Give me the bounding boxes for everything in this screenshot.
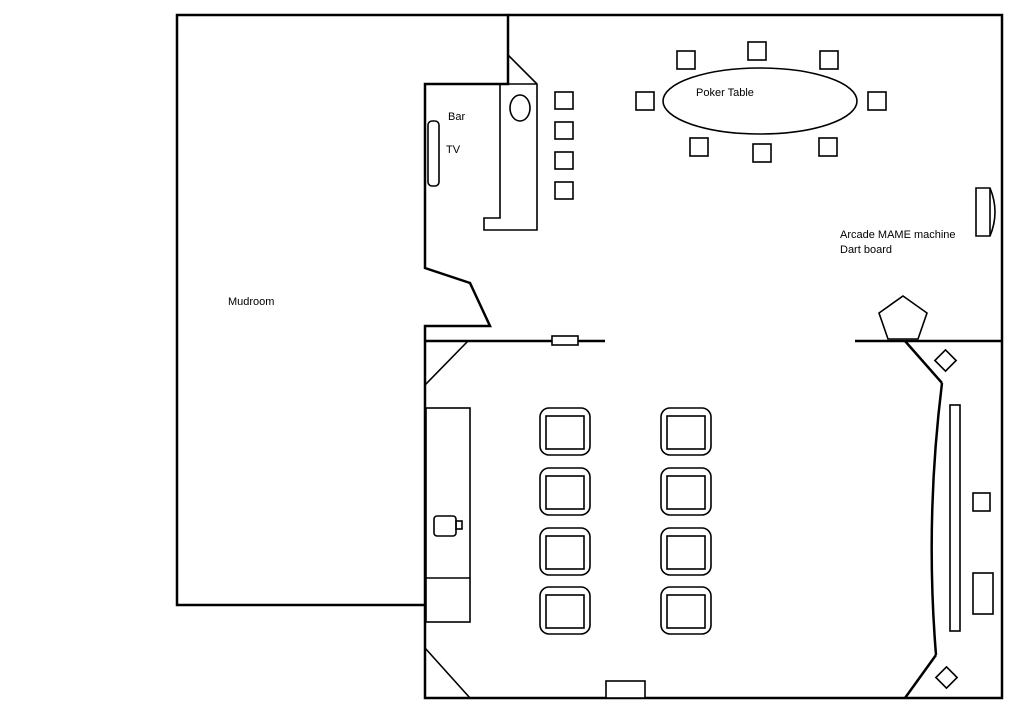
- bar-counter: [483, 54, 538, 231]
- poker-seat: [747, 41, 767, 61]
- screen-wall-bottom: [903, 654, 938, 699]
- theater-seat: [539, 467, 591, 516]
- theater-seat: [539, 407, 591, 456]
- poker-seat: [635, 91, 655, 111]
- speaker-bottom: [934, 665, 959, 690]
- bar-label: Bar: [448, 111, 465, 123]
- dart-board: [878, 295, 928, 340]
- bar-stool: [554, 121, 574, 140]
- mudroom-label: Mudroom: [228, 296, 274, 308]
- theater-seat: [660, 467, 712, 516]
- poker-seats: [635, 41, 887, 163]
- poker-seat: [867, 91, 887, 111]
- media-cabinet: [425, 407, 471, 623]
- bar-stool: [554, 91, 574, 110]
- bar-stool: [554, 151, 574, 170]
- bar-stools: [554, 91, 574, 200]
- theater-door: [605, 680, 646, 699]
- center-speaker: [972, 492, 991, 512]
- dart-board-label: Dart board: [840, 244, 892, 256]
- projector: [433, 515, 457, 537]
- theater-corner-tl: [424, 340, 469, 386]
- speaker-top: [933, 348, 958, 373]
- bar-tv: [427, 120, 440, 187]
- theater-seat: [660, 407, 712, 456]
- poker-seat: [819, 50, 839, 70]
- projection-screen: [949, 404, 961, 632]
- poker-seat: [676, 50, 696, 70]
- poker-table-label: Poker Table: [696, 87, 754, 99]
- subwoofer: [972, 572, 994, 615]
- poker-seat: [818, 137, 838, 157]
- theater-corner-bl: [424, 647, 471, 699]
- tv-label: TV: [446, 144, 461, 156]
- theater-seat: [539, 527, 591, 576]
- screen-wall-top: [904, 340, 943, 384]
- screen-wall-curve: [930, 382, 944, 656]
- arcade-machine: [975, 187, 996, 237]
- poker-seat: [752, 143, 772, 163]
- theater-seats: [539, 407, 712, 635]
- mudroom-walls: [175, 13, 510, 607]
- arcade-label: Arcade MAME machine: [840, 229, 956, 241]
- vent: [551, 335, 579, 346]
- theater-seat: [539, 586, 591, 635]
- main-room-walls: [423, 13, 1004, 700]
- projector-lens: [455, 520, 463, 530]
- poker-table: [662, 67, 858, 135]
- theater-seat: [660, 527, 712, 576]
- bar-stool: [554, 181, 574, 200]
- bar-sink: [509, 94, 531, 122]
- poker-seat: [689, 137, 709, 157]
- theater-seat: [660, 586, 712, 635]
